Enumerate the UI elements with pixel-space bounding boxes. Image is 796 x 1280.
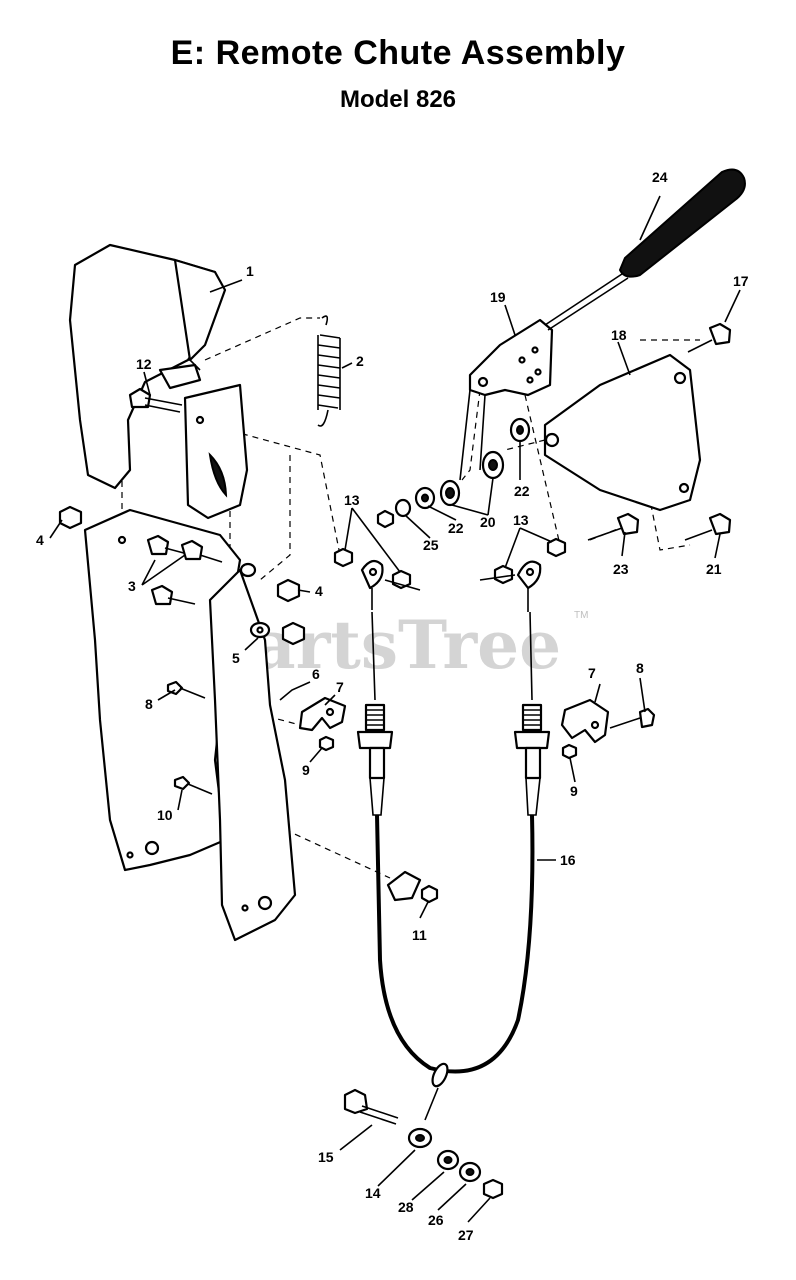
callout-23: 23 [613,561,629,577]
callout-27: 27 [458,1227,474,1243]
nut-part-25-area [376,509,395,529]
callout-1: 1 [246,263,254,279]
callout-13-left: 13 [344,492,360,508]
callout-18: 18 [611,327,627,343]
bolt-part-10 [173,775,213,795]
washer-upper [239,562,257,578]
washer-part-14 [407,1127,433,1149]
lever-bracket-part-19 [459,318,554,481]
nut-part-13-left-a [333,547,354,568]
nut-part-9-left [318,735,335,752]
washer-part-25 [394,498,412,518]
callout-3: 3 [128,578,136,594]
callout-17: 17 [733,273,749,289]
bolt-part-12 [128,387,183,413]
nut-part-5-area [281,621,306,646]
callout-20: 20 [480,514,496,530]
bolt-part-15 [343,1088,399,1125]
cover-plate-part-18 [543,353,702,512]
callout-15: 15 [318,1149,334,1165]
bolt-part-17 [687,322,732,353]
diagram-title: E: Remote Chute Assembly [170,34,626,72]
callout-leader-lines [49,195,741,1223]
callout-14: 14 [365,1185,381,1201]
callout-25: 25 [423,537,439,553]
nut-part-4-left [58,505,83,530]
bolt-part-8-left [166,680,206,699]
nut-part-27 [482,1178,504,1200]
nut-part-4-right [276,578,301,603]
swivel-left [360,559,421,701]
washer-part-5 [249,621,271,639]
nut-part-13-right-a [493,564,514,585]
callout-28: 28 [398,1199,414,1215]
spring-part-2 [317,315,341,427]
washer-part-26 [458,1161,482,1183]
callout-26: 26 [428,1212,444,1228]
washer-part-22-left [414,486,436,510]
callout-2: 2 [356,353,364,369]
spacer-part-20-left [439,479,461,507]
model-subtitle: Model 826 [339,86,457,113]
lever-handle-part-24 [544,168,746,331]
cable-end-right [513,703,551,816]
swivel-right [479,560,542,701]
bolt-part-8-right [609,707,656,729]
callout-7-left: 7 [336,679,344,695]
nut-part-13-right-b [546,537,567,558]
callout-21: 21 [706,561,722,577]
control-cable-part-16 [375,814,535,1074]
callout-19: 19 [490,289,506,305]
bolt-part-3-middle [180,539,223,563]
chute-hinge-plate [183,383,249,520]
callout-16: 16 [560,852,576,868]
chute-bracket-part-5 [83,508,242,872]
chute-deflector-part-1 [68,243,227,490]
callout-6: 6 [312,666,320,682]
cable-clip-part-11 [386,870,439,904]
bolt-part-3-lower [150,584,196,606]
callout-5: 5 [232,650,240,666]
callout-4-left: 4 [36,532,44,548]
nut-part-9-right [561,743,578,760]
callout-labels: 1 2 3 4 4 5 6 7 7 8 8 9 9 10 11 12 13 13… [36,169,749,1243]
callout-7-right: 7 [588,665,596,681]
callout-22-right: 22 [514,483,530,499]
callout-13-right: 13 [513,512,529,528]
callout-9-left: 9 [302,762,310,778]
callout-9-right: 9 [570,783,578,799]
watermark-trademark: TM [574,610,588,621]
callout-11: 11 [412,927,427,943]
callout-8-left: 8 [145,696,153,712]
clamp-part-7-left [298,696,347,732]
callout-8-right: 8 [636,660,644,676]
bolt-part-3-upper [146,534,196,557]
callout-4-right: 4 [315,583,323,599]
bolt-part-23 [587,512,640,541]
bolt-part-21 [684,512,732,541]
spacer-part-20 [481,450,505,480]
cable-end-left [356,703,394,816]
washer-part-28 [436,1149,460,1171]
washer-part-22-right [509,417,531,443]
clamp-part-7-right [560,698,610,744]
cable-loop-eye [424,1062,449,1121]
callout-22-left: 22 [448,520,464,536]
callout-24: 24 [652,169,668,185]
callout-12: 12 [136,356,152,372]
callout-10: 10 [157,807,173,823]
